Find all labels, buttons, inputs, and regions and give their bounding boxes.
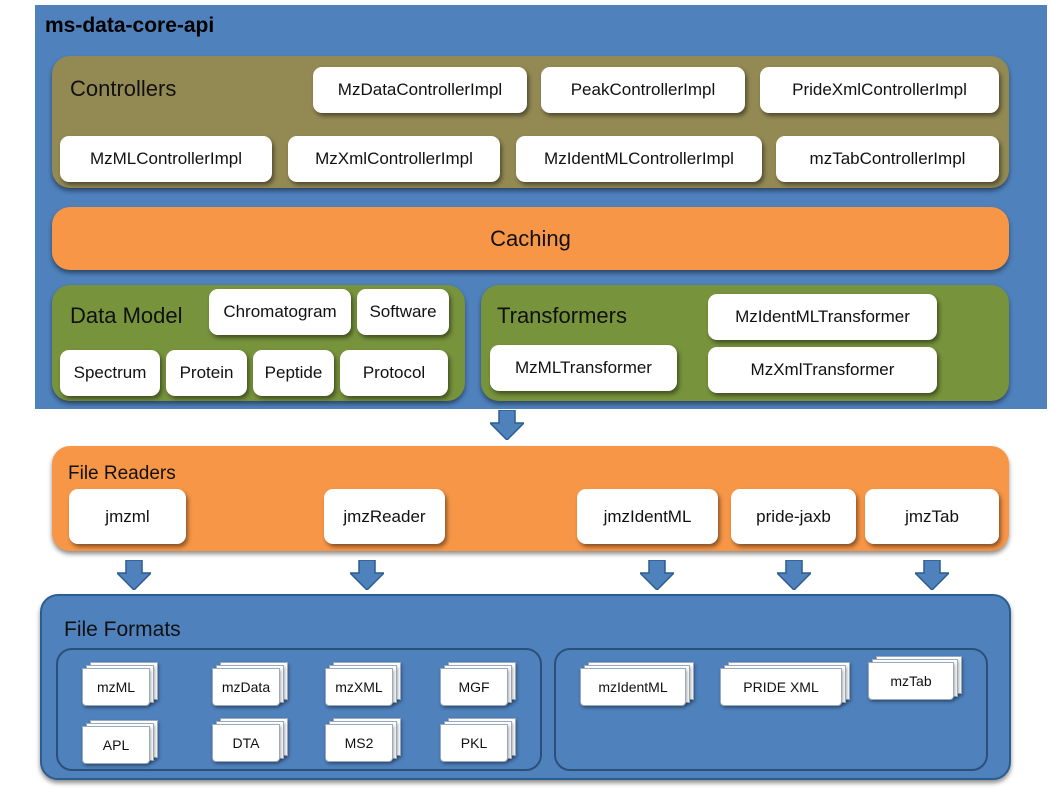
down-arrow-icon <box>350 560 384 590</box>
formats-group-identification <box>554 648 988 771</box>
caching-bar: Caching <box>52 207 1009 270</box>
reader-jmzreader: jmzReader <box>324 489 445 544</box>
reader-pride-jaxb: pride-jaxb <box>731 489 856 544</box>
controller-mzml: MzMLControllerImpl <box>60 136 272 182</box>
format-label: mzML <box>82 668 150 706</box>
format-doc: DTA <box>212 718 288 766</box>
controllers-title: Controllers <box>70 76 177 101</box>
format-label: MS2 <box>325 724 393 762</box>
format-label: mzTab <box>868 662 954 700</box>
down-arrow-icon <box>640 560 674 590</box>
file-formats-title: File Formats <box>64 618 181 641</box>
format-doc: MGF <box>440 662 516 710</box>
data-model-software: Software <box>357 289 449 335</box>
format-doc: mzXML <box>325 662 401 710</box>
format-doc: APL <box>82 720 158 768</box>
api-title: ms-data-core-api <box>45 14 215 37</box>
controller-pridexml: PrideXmlControllerImpl <box>760 67 999 113</box>
controller-mzxml: MzXmlControllerImpl <box>288 136 500 182</box>
format-doc: mzTab <box>868 656 962 704</box>
transformer-mzml: MzMLTransformer <box>490 345 677 391</box>
format-doc: PKL <box>440 718 516 766</box>
formats-group-spectra <box>56 648 542 771</box>
format-doc: mzData <box>212 662 288 710</box>
format-label: PRIDE XML <box>720 668 842 706</box>
down-arrow-icon <box>777 560 811 590</box>
transformer-mzidentml: MzIdentMLTransformer <box>708 294 937 340</box>
format-doc: PRIDE XML <box>720 662 850 710</box>
reader-jmzml: jmzml <box>69 489 186 544</box>
down-arrow-icon <box>490 410 524 440</box>
reader-jmztab: jmzTab <box>865 489 999 544</box>
format-label: mzData <box>212 668 280 706</box>
format-label: DTA <box>212 724 280 762</box>
controller-peak: PeakControllerImpl <box>541 67 745 113</box>
transformer-mzxml: MzXmlTransformer <box>708 347 937 393</box>
reader-jmzidentml: jmzIdentML <box>577 489 718 544</box>
format-doc: mzML <box>82 662 158 710</box>
controller-mzidentml: MzIdentMLControllerImpl <box>516 136 762 182</box>
transformers-title: Transformers <box>497 303 627 328</box>
file-readers-title: File Readers <box>68 463 176 484</box>
controller-mztab: mzTabControllerImpl <box>776 136 999 182</box>
data-model-peptide: Peptide <box>253 350 334 396</box>
down-arrow-icon <box>915 560 949 590</box>
data-model-protocol: Protocol <box>340 350 448 396</box>
data-model-chromatogram: Chromatogram <box>209 289 351 335</box>
controller-mzdata: MzDataControllerImpl <box>313 67 527 113</box>
down-arrow-icon <box>117 560 151 590</box>
data-model-protein: Protein <box>166 350 247 396</box>
format-label: MGF <box>440 668 508 706</box>
format-label: PKL <box>440 724 508 762</box>
data-model-spectrum: Spectrum <box>60 350 160 396</box>
format-doc: mzIdentML <box>580 662 694 710</box>
format-label: mzIdentML <box>580 668 686 706</box>
data-model-title: Data Model <box>70 303 183 328</box>
format-doc: MS2 <box>325 718 401 766</box>
format-label: mzXML <box>325 668 393 706</box>
format-label: APL <box>82 726 150 764</box>
